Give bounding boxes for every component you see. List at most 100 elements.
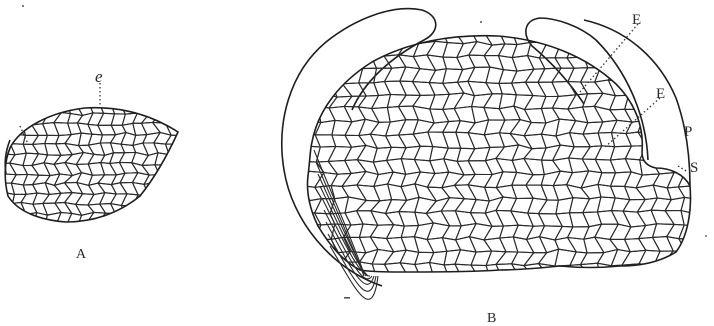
cell [142,213,160,224]
cell [79,234,95,243]
cell [316,262,339,276]
cell [121,225,136,234]
cell [680,277,700,292]
cell [707,173,714,188]
cell [612,31,632,44]
cell [681,108,702,123]
cell [55,193,72,204]
cell [120,233,137,245]
cell [651,121,672,136]
cell [165,224,180,236]
cell [301,71,325,83]
cell [111,233,125,245]
cell [188,154,204,164]
cell [370,122,390,136]
cell [359,224,377,237]
cell [612,42,633,56]
cell [580,276,600,291]
cell [1,225,16,234]
cell [144,104,161,114]
cell [486,251,506,266]
cell [187,193,202,204]
cell [681,56,699,67]
cell [23,144,38,154]
cell [624,43,643,57]
cell [513,237,534,253]
cell [374,68,392,83]
cell [144,234,159,246]
cell [623,211,646,227]
cell [455,185,477,200]
cell [55,203,72,214]
cell [414,276,434,292]
cell [584,41,601,57]
cell [330,29,349,41]
cell [33,104,49,114]
cell [186,103,204,113]
cell [651,134,673,149]
cell [542,145,561,160]
cell [555,58,574,68]
cell [188,134,202,144]
cell [343,41,366,57]
cell [304,250,321,263]
cell [387,237,407,251]
panel-a-label: A [76,247,87,262]
cell [345,28,367,43]
cell [639,277,660,291]
cell [442,185,464,198]
cell [524,264,548,278]
cell [187,233,202,245]
cell [664,263,687,277]
cell [570,121,588,134]
cell [155,203,170,214]
cell [569,147,591,159]
cell [653,41,673,57]
cell [385,275,407,291]
cell [301,236,321,252]
cell [430,159,449,174]
cell [695,121,714,135]
cell [624,56,643,71]
cell [177,103,193,114]
cell [472,94,493,108]
cell [1,203,15,213]
cell [0,103,17,115]
cell [667,149,688,162]
cell [457,148,475,161]
cell [413,69,436,83]
cell [527,275,547,290]
cell [678,186,698,200]
cell [165,165,182,174]
speck [22,5,24,7]
cell [667,82,688,96]
cell [568,275,590,291]
cell [664,29,686,45]
cell [455,250,476,265]
cell [45,104,62,113]
cell [110,213,124,225]
cell [556,198,573,214]
cell [692,263,714,278]
cell [165,184,180,195]
cell [188,164,204,174]
cell [709,237,714,251]
cell [100,233,115,246]
cell [144,203,160,215]
cell [165,174,183,185]
cell [318,41,339,57]
cell [176,134,193,144]
cell [570,133,591,147]
cell [23,153,39,165]
cell [165,213,180,224]
cell [12,223,29,234]
cell [651,210,674,224]
cell [177,204,194,216]
panel-b-p-label: P [684,124,692,140]
cell [594,106,617,122]
cell [710,41,714,57]
cell [23,104,38,114]
cell [34,223,50,235]
cell [304,262,322,277]
cell [623,277,643,290]
